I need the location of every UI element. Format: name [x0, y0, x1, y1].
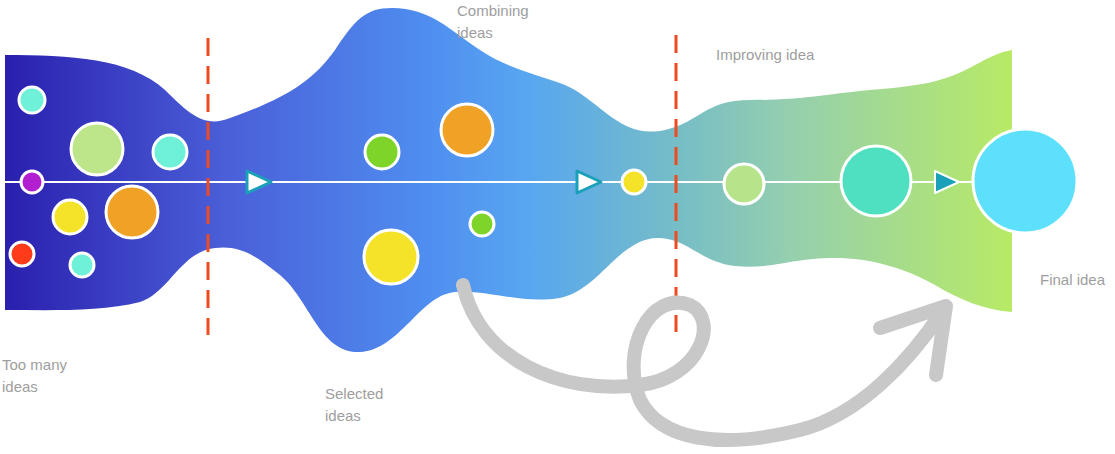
stage-label: Too many ideas [2, 354, 84, 398]
idea-dots [10, 87, 1077, 284]
loop-arrow [463, 285, 946, 440]
flow-arrowhead [935, 171, 959, 193]
flow-axis [5, 181, 975, 183]
stage-label: Improving idea [716, 44, 814, 66]
idea-flow-band [5, 8, 1012, 352]
stage-label: Selected ideas [325, 383, 405, 427]
flow-arrowhead [247, 171, 271, 193]
stage-label: Final idea [1040, 269, 1105, 291]
stage-divider [207, 38, 210, 335]
flow-arrowhead [577, 171, 601, 193]
stage-divider [675, 35, 678, 332]
stage-label: Combining ideas [457, 0, 545, 44]
